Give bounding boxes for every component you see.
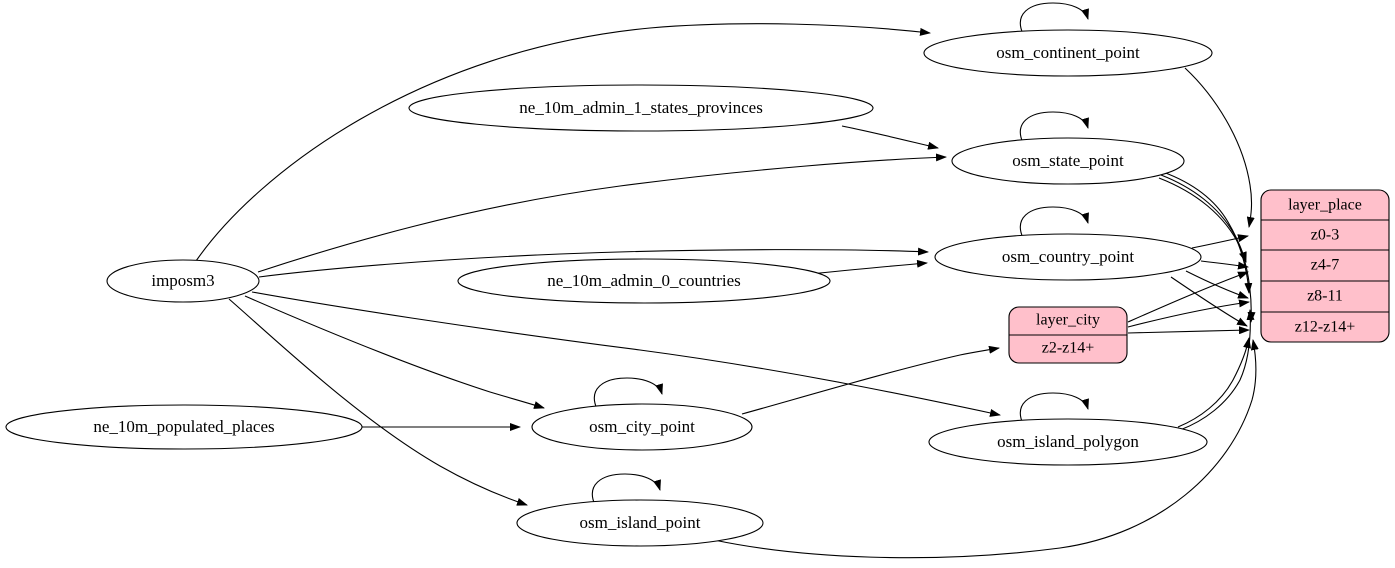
edge-layer_city-layer_place-z4_7 (1127, 271, 1249, 323)
node-osm_country_point-label: osm_country_point (1002, 247, 1134, 266)
node-osm_city_point[interactable]: osm_city_point (531, 403, 753, 451)
edge-imposm3-osm_city_point (244, 295, 545, 409)
node-osm_state_point[interactable]: osm_state_point (951, 137, 1185, 185)
edge-osm_country_point-layer_place-z12_z14 (1170, 276, 1248, 327)
edge-self-osm_city_point (593, 377, 663, 410)
layer_place-row-z0-3[interactable]: z0-3 (1311, 227, 1339, 244)
edge-layer (195, 2, 1259, 559)
edge-imposm3-osm_state_point (257, 153, 947, 273)
layer_place-row-z12-z14[interactable]: z12-z14+ (1295, 319, 1356, 336)
node-ne_10m_admin_0_countries[interactable]: ne_10m_admin_0_countries (457, 258, 831, 304)
node-osm_island_polygon[interactable]: osm_island_polygon (928, 418, 1208, 466)
node-imposm3[interactable]: imposm3 (106, 259, 260, 303)
edge-osm_country_point-layer_place-z0_3 (1191, 234, 1249, 249)
edge-self-osm_island_polygon (1019, 392, 1089, 425)
edge-self-osm_state_point (1019, 111, 1089, 144)
node-layer_place[interactable]: layer_place z0-3 z4-7 z8-11 z12-z14+ (1260, 189, 1390, 343)
edge-self-osm_continent_point (1019, 2, 1089, 35)
node-osm_state_point-label: osm_state_point (1012, 151, 1124, 170)
node-osm_island_polygon-label: osm_island_polygon (997, 432, 1139, 451)
edge-imposm3-osm_island_polygon (251, 291, 1001, 417)
node-imposm3-label: imposm3 (151, 271, 214, 290)
edge-ne_countries-osm_country_point (809, 259, 928, 275)
edge-layer_city-layer_place-z8_11 (1127, 299, 1250, 328)
edge-self-osm_island_point (591, 473, 661, 506)
node-osm_continent_point[interactable]: osm_continent_point (923, 29, 1213, 77)
node-ne_states-label: ne_10m_admin_1_states_provinces (519, 98, 763, 117)
edge-osm_island_point-layer_place-z12_z14 (713, 339, 1259, 559)
node-ne_10m_admin_1_states_provinces[interactable]: ne_10m_admin_1_states_provinces (408, 84, 874, 132)
node-layer_city[interactable]: layer_city z2-z14+ (1008, 306, 1128, 364)
node-osm_country_point[interactable]: osm_country_point (934, 233, 1202, 281)
layer_place-row-z8-11[interactable]: z8-11 (1307, 288, 1343, 305)
edge-osm_state_point-layer_place-z12_z14 (1158, 177, 1256, 323)
layer_city-row-z2-z14[interactable]: z2-z14+ (1042, 340, 1095, 357)
node-osm_city_point-label: osm_city_point (589, 417, 695, 436)
layer_city-header: layer_city (1036, 312, 1100, 329)
edge-ne_states-osm_state_point (841, 125, 939, 150)
edge-imposm3-osm_country_point (258, 247, 929, 278)
edge-osm_country_point-layer_place-z8_11 (1185, 270, 1249, 299)
edge-layer_city-layer_place-z12_z14 (1127, 326, 1250, 335)
edge-osm_continent_point-layer_place-z0_3 (1184, 67, 1255, 228)
edge-osm_state_point-layer_place-z8_11 (1160, 174, 1253, 294)
edge-osm_city_point-layer_city-z2_z14 (741, 345, 1000, 415)
edge-imposm3-osm_island_point (228, 298, 528, 506)
layer_place-header: layer_place (1288, 197, 1362, 214)
node-layer: imposm3 ne_10m_admin_1_states_provinces … (5, 29, 1390, 547)
node-osm_continent_point-label: osm_continent_point (996, 43, 1140, 62)
node-ne_places-label: ne_10m_populated_places (93, 417, 274, 436)
edge-osm_island_polygon-layer_place-z8_11 (1179, 309, 1255, 431)
node-ne_10m_populated_places[interactable]: ne_10m_populated_places (5, 404, 363, 450)
edge-osm_country_point-layer_place-z4_7 (1200, 260, 1249, 270)
edge-imposm3-osm_continent_point (195, 23, 931, 262)
node-osm_island_point-label: osm_island_point (580, 513, 701, 532)
layer_place-row-z4-7[interactable]: z4-7 (1311, 257, 1339, 274)
edge-self-osm_country_point (1019, 206, 1089, 239)
edge-osm_island_polygon-layer_place-z12_z14 (1177, 337, 1251, 428)
node-osm_island_point[interactable]: osm_island_point (516, 499, 764, 547)
node-ne_countries-label: ne_10m_admin_0_countries (547, 271, 741, 290)
